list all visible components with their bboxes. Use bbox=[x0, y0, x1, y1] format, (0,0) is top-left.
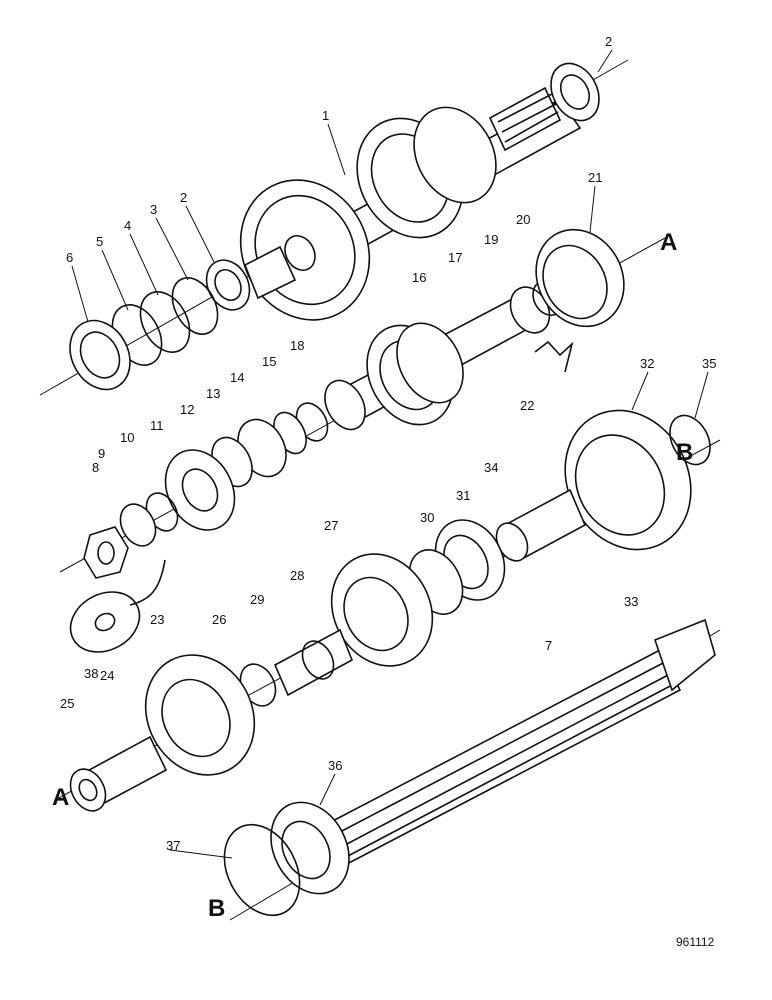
reference-code: 961112 bbox=[676, 935, 715, 949]
callout-36: 36 bbox=[328, 758, 342, 773]
callout-18: 18 bbox=[290, 338, 304, 353]
callout-28: 28 bbox=[290, 568, 304, 583]
callout-33: 33 bbox=[624, 594, 638, 609]
callout-25: 25 bbox=[60, 696, 74, 711]
callout-2: 2 bbox=[180, 190, 187, 205]
shaft-3-assembly bbox=[54, 409, 721, 812]
shaft-2-assembly bbox=[59, 228, 666, 579]
marker-a-lower: A bbox=[52, 784, 69, 811]
callout-22: 22 bbox=[520, 398, 534, 413]
callout-32: 32 bbox=[640, 356, 654, 371]
callout-12: 12 bbox=[180, 402, 194, 417]
callout-1: 1 bbox=[322, 108, 329, 123]
callout-24: 24 bbox=[100, 668, 114, 683]
callout-29: 29 bbox=[250, 592, 264, 607]
callout-38: 38 bbox=[84, 666, 98, 681]
callout-19: 19 bbox=[484, 232, 498, 247]
callout-3: 3 bbox=[150, 202, 157, 217]
callout-30: 30 bbox=[420, 510, 434, 525]
shaft-1-assembly bbox=[39, 59, 629, 396]
callout-27: 27 bbox=[324, 518, 338, 533]
callout-9: 9 bbox=[98, 446, 105, 461]
callout-6: 6 bbox=[66, 250, 73, 265]
callout-17: 17 bbox=[448, 250, 462, 265]
callout-37: 37 bbox=[166, 838, 180, 853]
callout-labels: 1 2 2 3 4 5 6 7 8 9 10 11 12 13 14 15 16… bbox=[60, 34, 716, 853]
marker-b-lower: B bbox=[208, 895, 225, 922]
leader-lines bbox=[71, 49, 709, 859]
callout-14: 14 bbox=[230, 370, 244, 385]
callout-15: 15 bbox=[262, 354, 276, 369]
marker-a-upper: A bbox=[660, 229, 677, 256]
callout-31: 31 bbox=[456, 488, 470, 503]
marker-b-upper: B bbox=[676, 439, 693, 466]
section-markers: A A B B bbox=[52, 229, 693, 922]
callout-5: 5 bbox=[96, 234, 103, 249]
callout-4: 4 bbox=[124, 218, 131, 233]
callout-16: 16 bbox=[412, 270, 426, 285]
callout-34: 34 bbox=[484, 460, 498, 475]
callout-35: 35 bbox=[702, 356, 716, 371]
callout-11: 11 bbox=[150, 418, 164, 433]
callout-10: 10 bbox=[120, 430, 134, 445]
callout-7: 7 bbox=[545, 638, 552, 653]
callout-13: 13 bbox=[206, 386, 220, 401]
callout-20: 20 bbox=[516, 212, 530, 227]
callout-23: 23 bbox=[150, 612, 164, 627]
shaft-4-assembly bbox=[223, 618, 721, 921]
callout-8: 8 bbox=[92, 460, 99, 475]
callout-2-top: 2 bbox=[605, 34, 612, 49]
callout-26: 26 bbox=[212, 612, 226, 627]
callout-21: 21 bbox=[588, 170, 602, 185]
